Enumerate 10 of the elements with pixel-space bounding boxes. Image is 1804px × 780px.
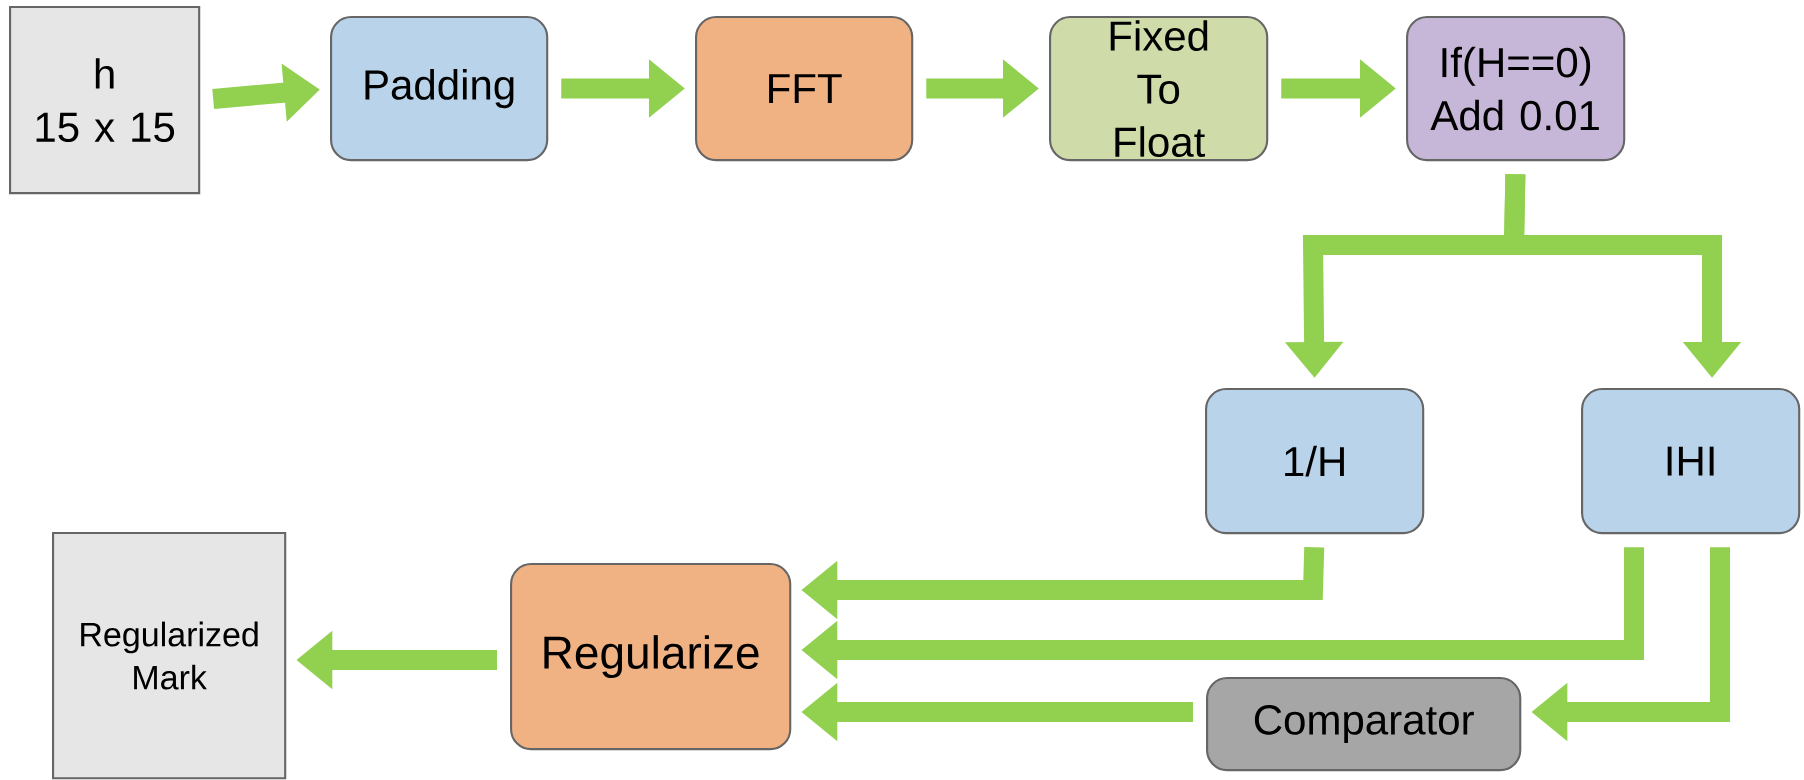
process-box: FFT (695, 16, 914, 162)
process-box: 1/H (1205, 388, 1425, 535)
process-box: Padding (330, 16, 549, 162)
input-box: h 15 x 15 (9, 6, 201, 195)
process-box: If(H==0) Add 0.01 (1406, 16, 1626, 162)
process-box: Comparator (1206, 677, 1522, 772)
process-box: Fixed To Float (1049, 16, 1269, 162)
process-box: Regularize (510, 563, 792, 751)
process-box: IHI (1581, 388, 1801, 535)
output-box: Regularized Mark (52, 532, 287, 780)
